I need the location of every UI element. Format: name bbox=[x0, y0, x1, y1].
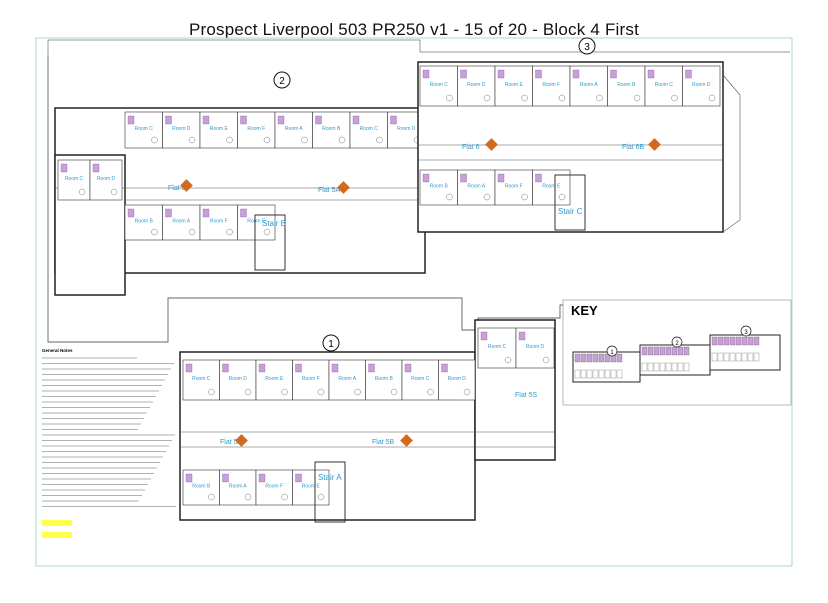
room-label: Room D bbox=[229, 376, 248, 382]
room-label: Room D bbox=[172, 126, 191, 132]
flat-label: Flat 6B bbox=[622, 144, 645, 151]
room-label: Room E bbox=[542, 184, 561, 190]
site-outline-top bbox=[47, 39, 790, 55]
flat-label: Flat 5A bbox=[318, 187, 341, 194]
room-label: Room A bbox=[229, 484, 247, 490]
room-label: Room E bbox=[302, 484, 321, 490]
room-label: Room A bbox=[467, 184, 485, 190]
room-label: Room C bbox=[488, 344, 507, 350]
room-label: Room D bbox=[526, 344, 545, 350]
room-label: Room C bbox=[135, 126, 154, 132]
stair-well-c bbox=[554, 174, 586, 231]
room-label: Room E bbox=[265, 376, 284, 382]
riser-markers bbox=[180, 138, 661, 447]
svg-text:General Notes: General Notes bbox=[42, 348, 73, 353]
room-label: Room A bbox=[580, 82, 598, 88]
block-1-plan: Room C Room D Room E Room F Room A Room B Room… bbox=[179, 319, 556, 521]
stair-label: Stair A bbox=[318, 473, 342, 482]
key-panel: KEY 1 2 3 bbox=[562, 299, 792, 406]
block-3-plan: Room C Room D Room E Room F Room A Room B Room… bbox=[417, 61, 741, 233]
flat-label: Flat 5B bbox=[372, 439, 395, 446]
svg-text:2: 2 bbox=[279, 76, 285, 87]
room-label: Room A bbox=[338, 376, 356, 382]
room-label: Room B bbox=[135, 219, 154, 225]
svg-text:1: 1 bbox=[328, 339, 334, 350]
room-label: Room A bbox=[172, 219, 190, 225]
room-label: Room C bbox=[360, 126, 379, 132]
block-2-marker: 2 bbox=[273, 71, 291, 89]
room-label: Room F bbox=[542, 82, 560, 88]
room-label: Room A bbox=[285, 126, 303, 132]
flat-label: Flat 5S bbox=[515, 392, 538, 399]
block-1-marker: 1 bbox=[322, 334, 340, 352]
stair-well-a bbox=[314, 461, 346, 523]
room-label: Room C bbox=[65, 176, 84, 182]
svg-text:KEY: KEY bbox=[571, 303, 598, 318]
block-3-marker: 3 bbox=[578, 37, 596, 55]
drawing-title: Prospect Liverpool 503 PR250 v1 - 15 of … bbox=[188, 20, 640, 39]
room-label: Room F bbox=[302, 376, 320, 382]
stair-label: Stair B bbox=[262, 219, 286, 228]
stair-well-b bbox=[254, 214, 286, 271]
room-label: Room B bbox=[375, 376, 394, 382]
block-2-plan: Room C Room D Room E Room F Room A Room B Room… bbox=[54, 107, 426, 296]
key-marker-1: 1 bbox=[610, 350, 614, 356]
room-label: Room D bbox=[467, 82, 486, 88]
room-label: Room C bbox=[430, 82, 449, 88]
room-label: Room F bbox=[505, 184, 523, 190]
flat-label: Flat 5A bbox=[220, 439, 243, 446]
key-marker-2: 2 bbox=[675, 341, 679, 347]
room-label: Room C bbox=[192, 376, 211, 382]
flat-label: Flat 6 bbox=[462, 144, 480, 151]
room-label: Room D bbox=[448, 376, 467, 382]
room-label: Room B bbox=[322, 126, 341, 132]
room-label: Room B bbox=[192, 484, 211, 490]
stair-label: Stair C bbox=[558, 207, 583, 216]
room-label: Room F bbox=[210, 219, 228, 225]
drawing-border bbox=[35, 37, 793, 567]
room-label: Room E bbox=[247, 219, 266, 225]
room-label: Room E bbox=[210, 126, 229, 132]
room-label: Room F bbox=[265, 484, 283, 490]
room-label: Room C bbox=[655, 82, 674, 88]
room-label: Room C bbox=[411, 376, 430, 382]
room-label: Room B bbox=[430, 184, 449, 190]
general-notes: General Notes bbox=[42, 348, 176, 538]
room-label: Room B bbox=[617, 82, 636, 88]
svg-text:3: 3 bbox=[584, 42, 590, 53]
room-label: Room D bbox=[692, 82, 711, 88]
key-marker-3: 3 bbox=[744, 330, 748, 336]
room-label: Room F bbox=[247, 126, 265, 132]
room-label: Room D bbox=[397, 126, 416, 132]
flat-label: Flat 5 bbox=[168, 185, 186, 192]
room-label: Room E bbox=[505, 82, 524, 88]
room-label: Room D bbox=[97, 176, 116, 182]
